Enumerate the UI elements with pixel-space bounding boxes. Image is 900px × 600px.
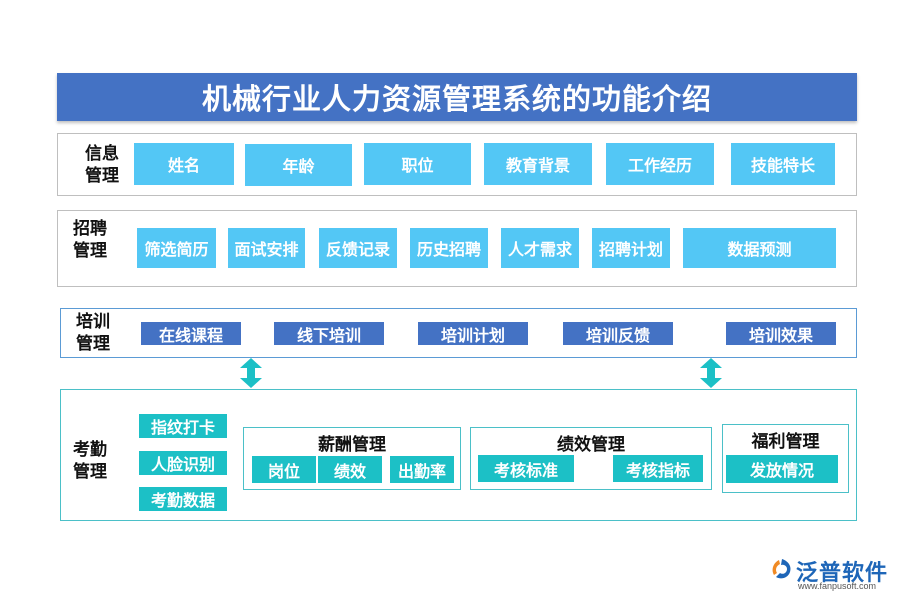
attendance-management-label: 考勤 管理 [68, 439, 112, 483]
training-item-feedback: 培训反馈 [563, 322, 673, 345]
info-management-label: 信息 管理 [80, 143, 124, 187]
page-title: 机械行业人力资源管理系统的功能介绍 [57, 73, 857, 121]
attendance-label-line2: 管理 [73, 462, 107, 482]
info-item-education: 教育背景 [484, 143, 592, 185]
recruit-item-history: 历史招聘 [410, 228, 488, 268]
info-label-line1: 信息 [85, 144, 119, 164]
recruit-item-interview: 面试安排 [228, 228, 305, 268]
training-label-line1: 培训 [76, 312, 110, 332]
double-arrow-icon [700, 358, 722, 388]
fanpu-logo-url: www.fanpusoft.com [798, 581, 877, 591]
salary-item-performance: 绩效 [318, 456, 382, 483]
welfare-management-title: 福利管理 [751, 432, 820, 452]
salary-management-title: 薪酬管理 [318, 435, 386, 455]
recruit-label-line2: 管理 [73, 241, 107, 261]
info-item-name: 姓名 [134, 143, 234, 185]
info-item-age: 年龄 [245, 144, 352, 186]
fanpu-logo-icon [772, 559, 791, 579]
info-item-skills: 技能特长 [731, 143, 835, 185]
training-item-plan: 培训计划 [418, 322, 528, 345]
recruit-label-line1: 招聘 [73, 219, 107, 239]
attendance-item-face: 人脸识别 [139, 451, 227, 475]
salary-item-attendance-rate: 出勤率 [390, 456, 454, 483]
info-item-position: 职位 [364, 143, 471, 185]
training-item-online: 在线课程 [141, 322, 241, 345]
performance-item-standard: 考核标准 [478, 455, 574, 482]
info-label-line2: 管理 [85, 166, 119, 186]
recruit-item-forecast: 数据预测 [683, 228, 836, 268]
fanpu-logo-name: 泛普软件 [796, 561, 889, 586]
training-label-line2: 管理 [76, 334, 110, 354]
training-item-offline: 线下培训 [274, 322, 384, 345]
recruit-management-label: 招聘 管理 [68, 218, 112, 262]
attendance-item-fingerprint: 指纹打卡 [139, 414, 227, 438]
performance-management-title: 绩效管理 [557, 435, 625, 455]
recruit-item-screening: 筛选简历 [137, 228, 216, 268]
recruit-item-plan: 招聘计划 [592, 228, 670, 268]
double-arrow-icon [240, 358, 262, 388]
training-item-effect: 培训效果 [726, 322, 836, 345]
salary-item-post: 岗位 [252, 456, 316, 483]
attendance-item-data: 考勤数据 [139, 487, 227, 511]
welfare-item-distribution: 发放情况 [726, 455, 838, 483]
info-item-work-experience: 工作经历 [606, 143, 714, 185]
performance-item-indicator: 考核指标 [613, 455, 703, 482]
fanpu-logo: 泛普软件 www.fanpusoft.com [770, 555, 895, 595]
recruit-item-talent-demand: 人才需求 [501, 228, 579, 268]
training-management-label: 培训 管理 [71, 311, 115, 355]
attendance-label-line1: 考勤 [73, 440, 107, 460]
recruit-item-feedback: 反馈记录 [319, 228, 397, 268]
